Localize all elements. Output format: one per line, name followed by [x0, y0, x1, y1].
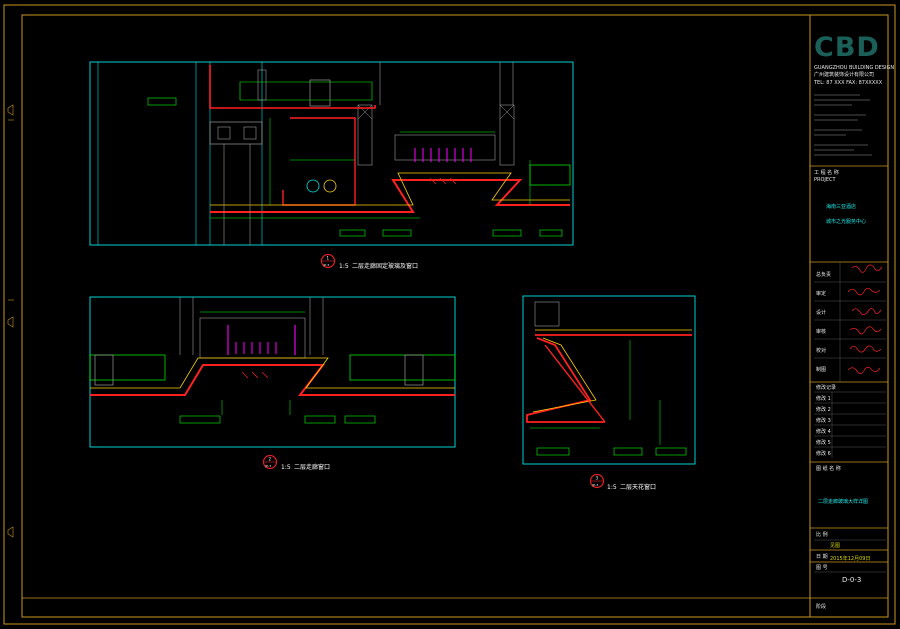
project-name-line2: 城市之光服务中心 [826, 218, 866, 225]
detail-3-tags [536, 447, 687, 456]
revision-5: 修改 5 [816, 439, 831, 446]
sheet-number: D-0-3 [842, 576, 861, 584]
scale-label: 比 例 [816, 531, 828, 538]
revision-2: 修改 2 [816, 406, 831, 413]
detail-2-drawing [89, 296, 456, 448]
role-draft: 制图 [816, 366, 826, 373]
detail-3-drawing [522, 295, 696, 465]
left-margin-marks [7, 104, 14, 538]
detail-3-sheet: JP-3 [592, 483, 599, 487]
date-label: 日 期 [816, 554, 828, 560]
drawing-title: 二层走廊玻璃大样详图 [818, 498, 868, 505]
detail-1-tags [147, 97, 563, 237]
detail-1-drawing [89, 61, 574, 246]
stage-label: 阶段 [816, 603, 826, 610]
detail-3-title: 二层天花窗口 [620, 483, 656, 491]
role-chief: 总负责 [816, 271, 831, 278]
project-name-line1: 海南三亚酒店 [826, 203, 856, 210]
role-design: 设计 [816, 309, 826, 316]
approval-roles: 总负责 审定 设计 审核 校对 制图 [816, 271, 831, 373]
revision-label: 修改记录 [816, 384, 836, 391]
detail-1-title: 二层走廊固定玻璃及窗口 [352, 262, 418, 270]
detail-1-label: 1 JP-3 1:5 二层走廊固定玻璃及窗口 [320, 253, 418, 270]
detail-3-label: 3 JP-3 1:5 二层天花窗口 [589, 473, 656, 491]
project-label: 工 程 名 称 [814, 169, 839, 176]
drawing-frame [3, 4, 896, 625]
date-value: 2015年12月09日 [830, 555, 870, 562]
role-approve: 审定 [816, 290, 826, 297]
sheet-number-label: 图 号 [816, 565, 828, 571]
company-name-cn: 广州建筑装饰设计有限公司 [814, 71, 874, 78]
signatures [847, 264, 883, 374]
company-name-en: GUANGZHOU BUILDING DESIGN [814, 65, 894, 71]
revision-3: 修改 3 [816, 417, 831, 424]
revision-6: 修改 6 [816, 450, 831, 457]
revision-1: 修改 1 [816, 395, 831, 402]
detail-2-tags [179, 415, 376, 424]
title-block: CBD GUANGZHOU BUILDING DESIGN 广州建筑装饰设计有限… [810, 32, 894, 610]
detail-2-title: 二层走廊窗口 [294, 463, 330, 471]
scale-value: 见图 [830, 543, 840, 549]
drawing-title-label: 图 纸 名 称 [816, 465, 841, 472]
detail-2-number: 2 [269, 457, 272, 462]
company-address-lines [814, 94, 872, 156]
detail-2-scale: 1:5 [281, 464, 291, 471]
detail-1-sheet: JP-3 [323, 263, 330, 267]
revision-4: 修改 4 [816, 428, 831, 435]
project-sub-label: PROJECT [814, 177, 837, 183]
detail-2-sheet: JP-3 [265, 464, 272, 468]
company-logo: CBD [814, 32, 880, 63]
role-review: 审核 [816, 328, 826, 335]
detail-1-number: 1 [327, 256, 330, 261]
role-check: 校对 [816, 347, 826, 354]
detail-2-label: 2 JP-3 1:5 二层走廊窗口 [262, 454, 330, 471]
detail-3-scale: 1:5 [607, 484, 617, 491]
company-tel: TEL: 87 XXX FAX: 87XXXXX [813, 80, 883, 86]
detail-1-scale: 1:5 [339, 263, 349, 270]
detail-3-number: 3 [596, 476, 599, 481]
revision-rows: 修改 1 修改 2 修改 3 修改 4 修改 5 修改 6 [816, 395, 831, 457]
